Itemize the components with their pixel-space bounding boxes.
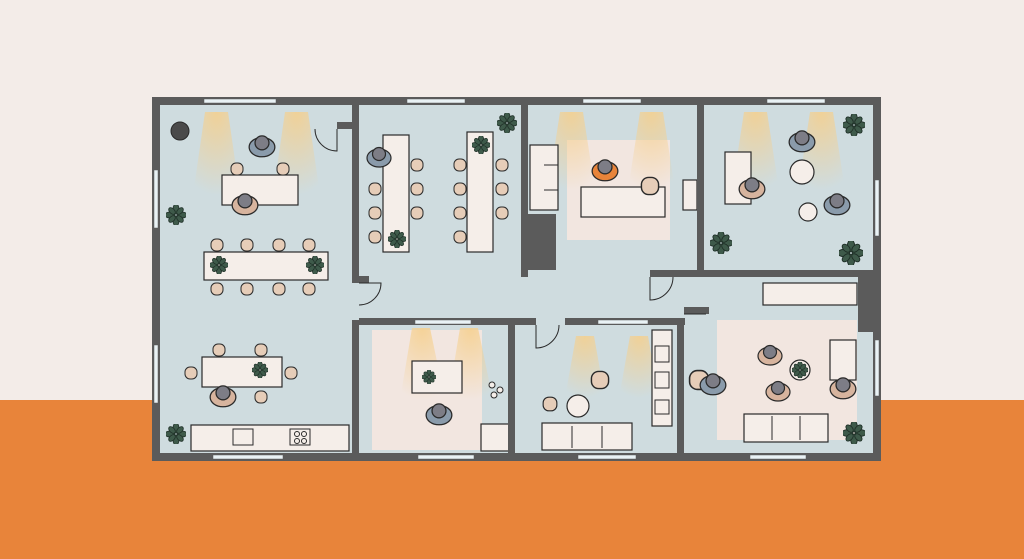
sink-icon [232, 428, 254, 446]
sofa-cushions [544, 164, 801, 448]
stove-icon [289, 428, 311, 446]
doors [314, 128, 706, 349]
windows [153, 98, 880, 460]
light-cones [193, 112, 845, 400]
kitchen-appliances [232, 345, 670, 446]
lamp-icon [170, 121, 190, 141]
stove-icon [654, 371, 670, 389]
sink-icon [654, 345, 670, 363]
